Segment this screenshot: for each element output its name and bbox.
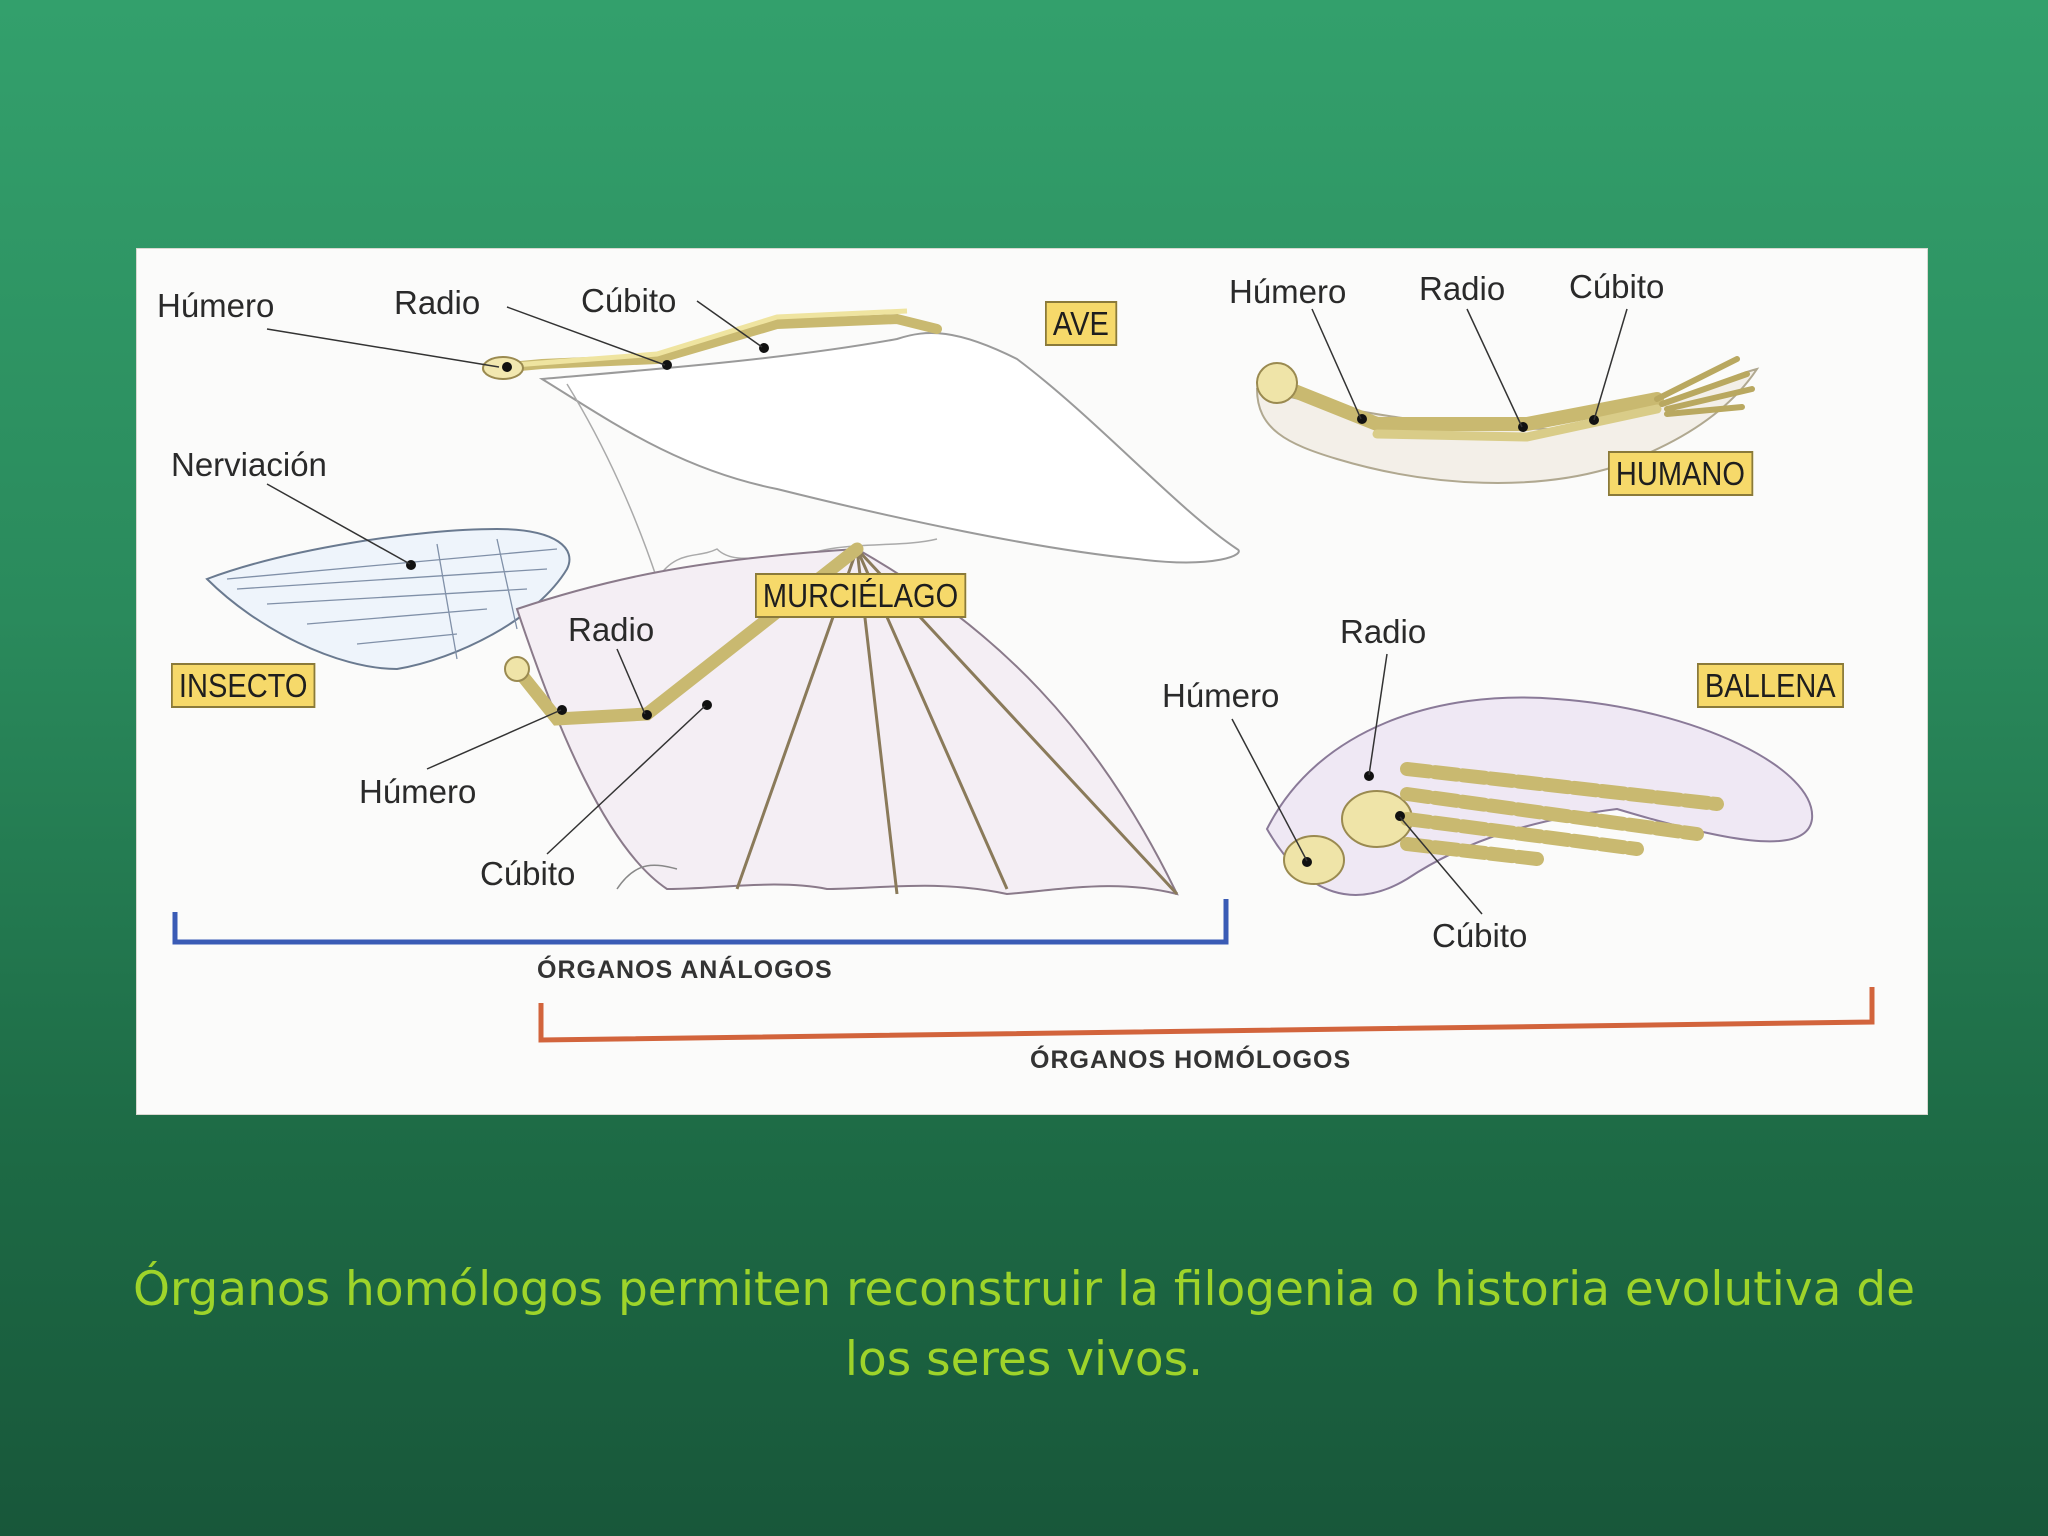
whale-cubito-label: Cúbito bbox=[1432, 917, 1528, 954]
homologos-bracket-line bbox=[538, 987, 1875, 1043]
ave-tag: AVE bbox=[1045, 301, 1117, 346]
analogos-bracket-label: ÓRGANOS ANÁLOGOS bbox=[537, 956, 833, 984]
ballena-tag: BALLENA bbox=[1697, 663, 1844, 708]
limb-illustrations bbox=[172, 300, 1875, 1043]
whale-humero-label: Húmero bbox=[1162, 677, 1280, 714]
humano-tag: HUMANO bbox=[1608, 451, 1753, 496]
bird-radio-label: Radio bbox=[394, 284, 481, 321]
bat-wing-drawing bbox=[426, 542, 1179, 896]
bat-humero-label: Húmero bbox=[359, 773, 477, 810]
murcielago-tag: MURCIÉLAGO bbox=[755, 573, 967, 618]
human-radio-label: Radio bbox=[1419, 270, 1506, 307]
bat-radio-label: Radio bbox=[568, 611, 655, 648]
bat-cubito-label: Cúbito bbox=[480, 855, 576, 892]
insect-wing-drawing bbox=[205, 483, 571, 671]
bird-humero-label: Húmero bbox=[157, 287, 275, 324]
whale-radio-label: Radio bbox=[1340, 613, 1427, 650]
slide-caption: Órganos homólogos permiten reconstruir l… bbox=[132, 1262, 1916, 1387]
insecto-tag: INSECTO bbox=[171, 663, 316, 708]
human-humero-label: Húmero bbox=[1229, 273, 1347, 310]
analogos-bracket-line bbox=[172, 899, 1229, 945]
whale-flipper-drawing bbox=[1231, 653, 1814, 915]
homologos-bracket-label: ÓRGANOS HOMÓLOGOS bbox=[1030, 1046, 1352, 1074]
insect-nerviacion-label: Nerviación bbox=[171, 446, 327, 483]
bird-wing-drawing bbox=[266, 300, 1240, 581]
homologous-organs-figure: Húmero Radio Cúbito AVE Húmero Radio Cúb… bbox=[137, 249, 1927, 1114]
bird-cubito-label: Cúbito bbox=[581, 282, 677, 319]
human-cubito-label: Cúbito bbox=[1569, 268, 1665, 305]
